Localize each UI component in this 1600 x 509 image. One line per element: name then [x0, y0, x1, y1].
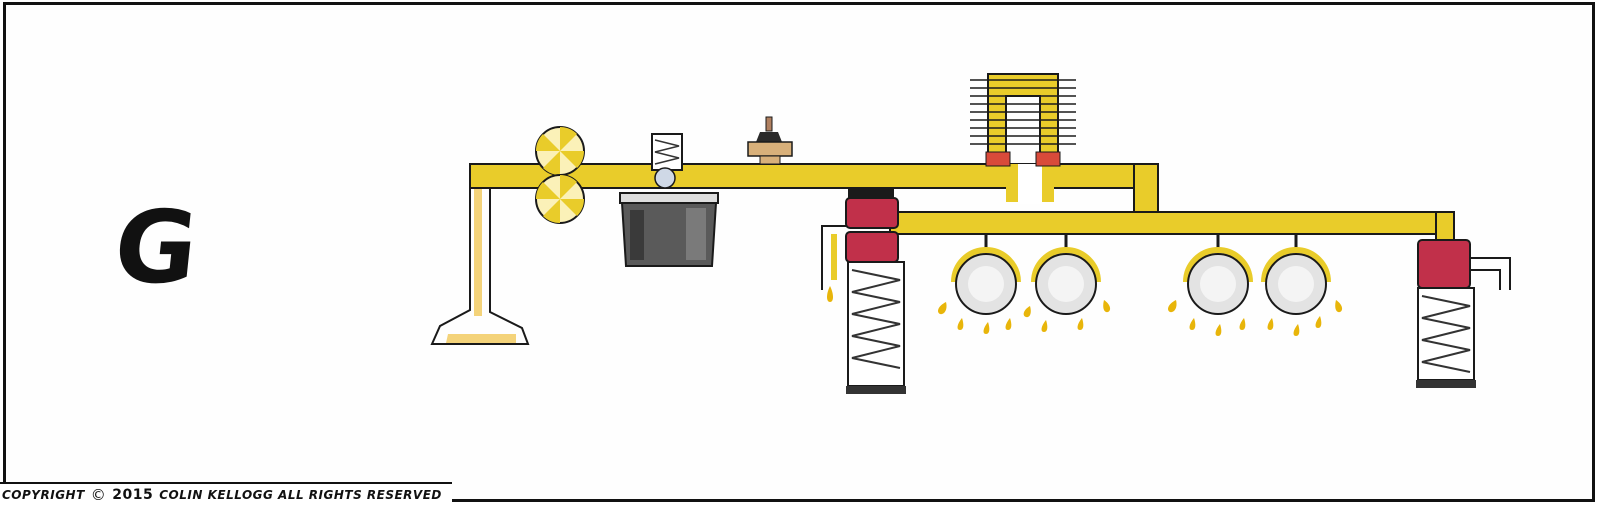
- copyright-holder: COLIN KELLOGG ALL RIGHTS RESERVED: [159, 488, 442, 502]
- pressure-sender-icon: [747, 116, 793, 165]
- lifter-spring-icon: [1416, 239, 1511, 388]
- oil-drip-icon: [1267, 318, 1274, 330]
- oil-drip-icon: [1077, 318, 1084, 330]
- oil-drip-icon: [983, 322, 990, 334]
- crank-bearing-icon: [1261, 234, 1331, 315]
- oil-drip-icon: [1293, 324, 1300, 336]
- oil-pickup-icon: [430, 168, 530, 345]
- oil-drip-icon: [1215, 324, 1222, 336]
- secondary-oil-gallery: [889, 211, 1455, 249]
- relief-valve-spring-icon: [651, 133, 683, 189]
- oil-drip-icon: [1005, 318, 1012, 330]
- oil-drip-icon: [1041, 320, 1048, 332]
- copyright-word: COPYRIGHT: [2, 488, 85, 502]
- crank-bearing-icon: [1031, 234, 1101, 315]
- oil-drip-icon: [1168, 300, 1177, 313]
- oil-cooler-icon: [970, 73, 1076, 167]
- crank-bearing-icon: [1183, 234, 1253, 315]
- lifter-spring-icon: [821, 188, 906, 394]
- oil-drip-icon: [1335, 300, 1343, 313]
- oil-drip-icon: [1315, 316, 1322, 328]
- crank-bearing-icon: [951, 234, 1021, 315]
- copyright-notice: COPYRIGHT © 2015 COLIN KELLOGG ALL RIGHT…: [0, 482, 452, 506]
- oil-drip-icon: [938, 302, 947, 315]
- copyright-icon: ©: [90, 486, 107, 504]
- oil-drip-icon: [1239, 318, 1246, 330]
- copyright-year: 2015: [112, 487, 154, 503]
- pump-gears-icon: [535, 126, 585, 224]
- main-oil-gallery: [469, 163, 1159, 225]
- diagram-frame: [3, 2, 1595, 502]
- oil-drip-icon: [827, 286, 833, 302]
- oil-drip-icon: [1189, 318, 1196, 330]
- oil-drip-icon: [1023, 306, 1031, 318]
- oil-filter-icon: [619, 192, 719, 267]
- oil-drips: [938, 300, 1343, 336]
- oil-drip-icon: [1103, 300, 1111, 313]
- oil-drip-icon: [957, 318, 964, 330]
